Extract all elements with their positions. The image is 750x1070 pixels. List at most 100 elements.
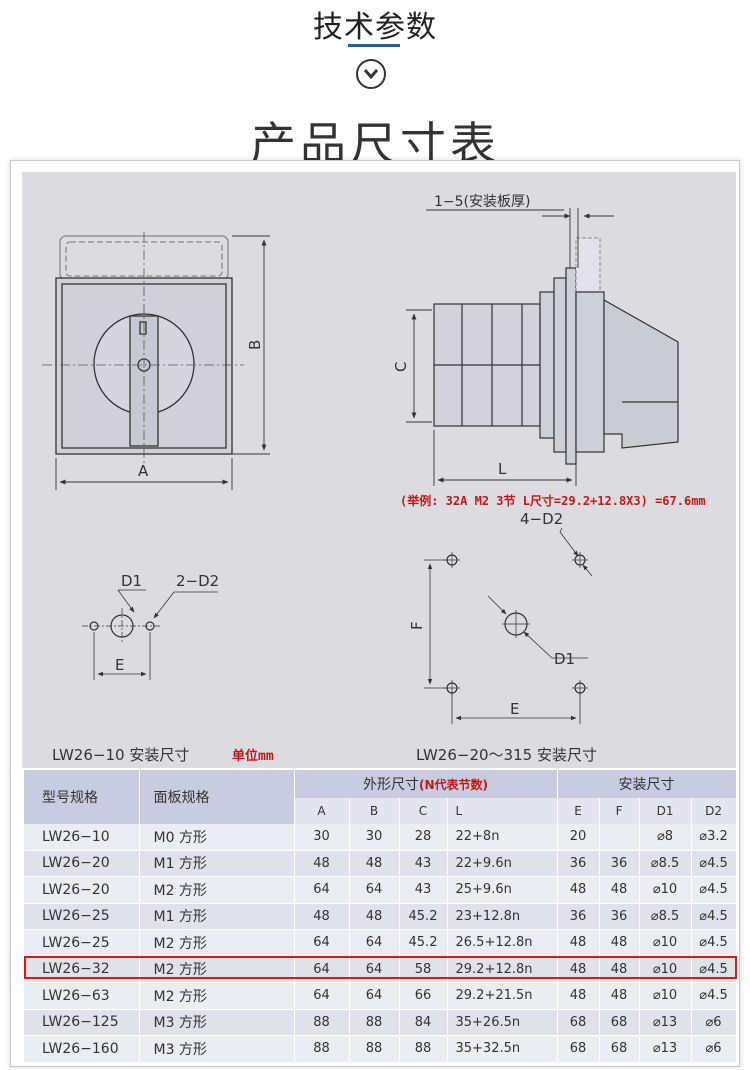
cell-e: 48	[557, 982, 600, 1010]
cell-l: 29.2+21.5n	[447, 982, 558, 1010]
cell-a: 48	[294, 850, 350, 877]
cell-a: 88	[294, 1009, 350, 1036]
cell-a: 88	[294, 1035, 350, 1063]
cell-f: 36	[599, 850, 640, 877]
dim-d1-large-label: D1	[554, 650, 575, 668]
cell-panel: M0 方形	[139, 824, 295, 851]
cell-d2: ⌀4.5	[691, 956, 737, 983]
cell-a: 30	[294, 824, 350, 851]
cell-b: 30	[349, 824, 400, 851]
cell-a: 48	[294, 903, 350, 930]
cell-panel: M3 方形	[139, 1009, 295, 1036]
cell-c: 66	[399, 982, 448, 1010]
cell-d2: ⌀4.5	[691, 982, 737, 1010]
cell-b: 48	[349, 903, 400, 930]
front-view	[42, 232, 244, 468]
cell-d2: ⌀6	[691, 1009, 737, 1036]
caption-right: LW26−20～315 安装尺寸	[416, 746, 597, 764]
cell-panel: M1 方形	[139, 903, 295, 930]
header-outer-prefix: 外形尺寸	[363, 777, 419, 793]
cell-f	[599, 824, 640, 851]
cell-model: LW26−160	[24, 1035, 140, 1063]
cell-l: 23+12.8n	[447, 903, 558, 930]
cell-b: 64	[349, 929, 400, 957]
cell-a: 64	[294, 929, 350, 957]
cell-b: 48	[349, 850, 400, 877]
cell-panel: M1 方形	[139, 850, 295, 877]
table-header-row: 型号规格 面板规格 外形尺寸(N代表节数) 安装尺寸	[24, 770, 737, 824]
cell-b: 88	[349, 1035, 400, 1063]
drawing-background	[22, 172, 736, 768]
subheader-c: C	[399, 798, 448, 824]
subheader-l: L	[447, 798, 558, 824]
cell-model: LW26−25	[24, 903, 140, 930]
dim-panel-thickness	[426, 208, 614, 268]
cell-d1: ⌀8.5	[639, 850, 692, 877]
cell-model: LW26−20	[24, 850, 140, 877]
cell-e: 48	[557, 876, 600, 904]
cell-panel: M2 方形	[139, 929, 295, 957]
dim-4d2-label: 4−D2	[520, 510, 563, 528]
technical-drawing: B A C L 1−5(安装板厚) (举例: 32A	[42, 194, 706, 764]
cell-c: 28	[399, 824, 448, 851]
cell-d1: ⌀10	[639, 929, 692, 957]
cell-c: 88	[399, 1035, 448, 1063]
side-view	[433, 237, 679, 465]
cell-f: 36	[599, 903, 640, 930]
cell-f: 68	[599, 1035, 640, 1063]
cell-e: 68	[557, 1009, 600, 1036]
hole-pattern-large	[424, 527, 593, 724]
cell-panel: M3 方形	[139, 1035, 295, 1063]
cell-e: 36	[557, 903, 600, 930]
cell-d1: ⌀13	[639, 1009, 692, 1036]
caption-left: LW26−10 安装尺寸	[52, 746, 189, 764]
cell-f: 68	[599, 1009, 640, 1036]
cell-l: 22+9.6n	[447, 850, 558, 877]
hole-pattern-small	[82, 589, 218, 680]
cell-l: 25+9.6n	[447, 876, 558, 904]
dim-a	[55, 458, 233, 490]
spec-table: 型号规格 面板规格 外形尺寸(N代表节数) 安装尺寸 A B C L E F D…	[24, 770, 737, 1063]
cell-model: LW26−63	[24, 982, 140, 1010]
header-underline	[348, 44, 400, 47]
header-outer-note: (N代表节数)	[419, 778, 489, 792]
cell-f: 48	[599, 876, 640, 904]
cell-l: 26.5+12.8n	[447, 929, 558, 957]
dim-b-label: B	[246, 340, 264, 350]
header-install-size: 安装尺寸	[557, 770, 737, 798]
dim-c-label: C	[392, 362, 410, 372]
dim-c	[406, 309, 432, 423]
table-subheader-row: A B C L E F D1 D2	[24, 798, 737, 824]
dim-b	[232, 235, 270, 455]
cell-panel: M2 方形	[139, 876, 295, 904]
cell-l: 35+32.5n	[447, 1035, 558, 1063]
cell-f: 48	[599, 982, 640, 1010]
dim-l	[433, 430, 577, 486]
cell-b: 64	[349, 982, 400, 1010]
subheader-b: B	[349, 798, 400, 824]
cell-d1: ⌀10	[639, 982, 692, 1010]
cell-panel: M2 方形	[139, 982, 295, 1010]
caption-left-unit: 单位mm	[232, 748, 274, 764]
cell-d2: ⌀4.5	[691, 876, 737, 904]
cell-a: 64	[294, 876, 350, 904]
subheader-d2: D2	[691, 798, 737, 824]
header-outer-size: 外形尺寸(N代表节数)	[294, 770, 558, 798]
cell-e: 68	[557, 1035, 600, 1063]
cell-model: LW26−20	[24, 876, 140, 904]
cell-e: 36	[557, 850, 600, 877]
subheader-f: F	[599, 798, 640, 824]
cell-model: LW26−125	[24, 1009, 140, 1036]
cell-d1: ⌀10	[639, 876, 692, 904]
cell-d1: ⌀8	[639, 824, 692, 851]
cell-l: 35+26.5n	[447, 1009, 558, 1036]
cell-c: 43	[399, 876, 448, 904]
cell-d2: ⌀3.2	[691, 824, 737, 851]
cell-c: 45.2	[399, 929, 448, 957]
subheader-d1: D1	[639, 798, 692, 824]
